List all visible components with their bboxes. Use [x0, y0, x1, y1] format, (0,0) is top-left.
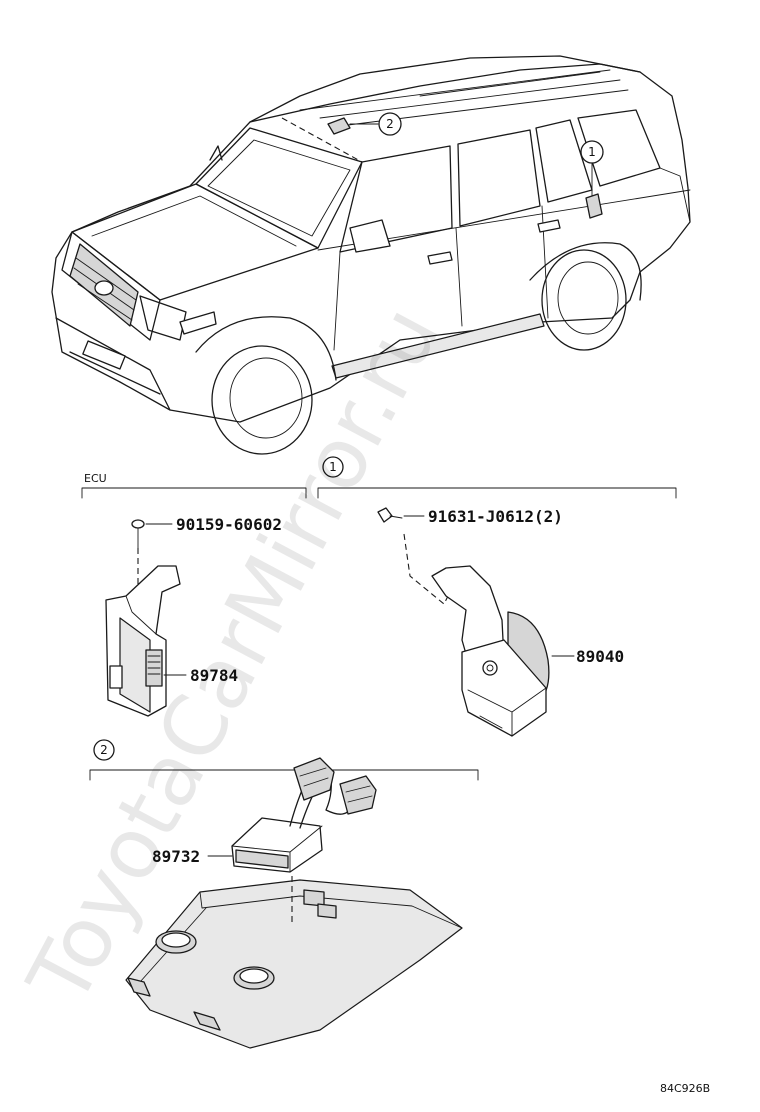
- sensor-bolt: [377, 507, 455, 605]
- ecu-module: [105, 565, 187, 717]
- svg-text:1: 1: [588, 145, 596, 159]
- part-number-91631-j0612: 91631-J0612(2): [428, 507, 563, 526]
- section-2-bracket: 2: [89, 739, 479, 781]
- overhead-console: [125, 879, 463, 1049]
- svg-text:2: 2: [386, 117, 394, 131]
- sensor-unit: [431, 565, 575, 737]
- part-number-89040: 89040: [576, 647, 624, 666]
- section-1-bracket: 1: [317, 456, 677, 499]
- vehicle-illustration: [51, 55, 691, 455]
- ecu-section-bracket: ECU: [81, 472, 307, 499]
- diagram-code: 84C926B: [660, 1082, 710, 1095]
- part-number-89784: 89784: [190, 666, 238, 685]
- section-1-number: 1: [329, 460, 337, 474]
- part-number-90159-60602: 90159-60602: [176, 515, 282, 534]
- section-2-number: 2: [100, 743, 108, 757]
- overhead-module: [207, 757, 377, 926]
- callout-roof-location: 2: [378, 112, 402, 136]
- callout-rear-location: 1: [580, 140, 604, 164]
- part-number-89732: 89732: [152, 847, 200, 866]
- ecu-section-label: ECU: [84, 472, 107, 485]
